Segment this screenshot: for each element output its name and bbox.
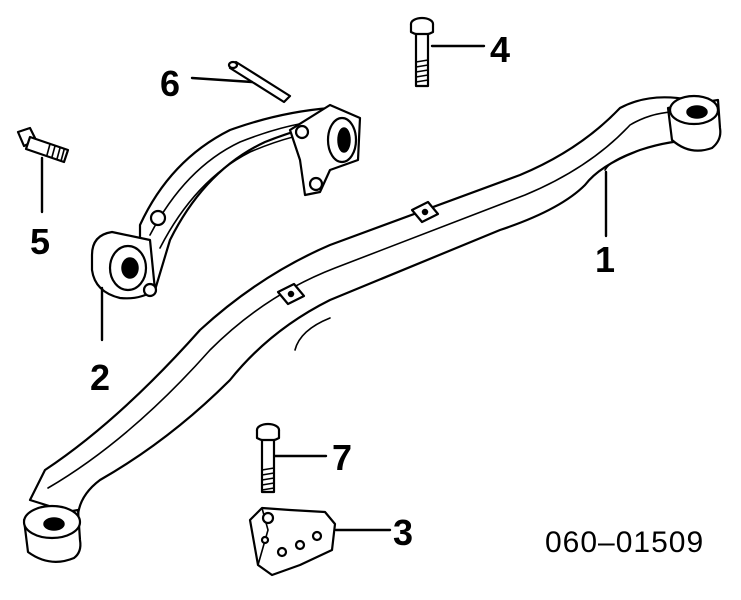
beam-left-bushing	[22, 504, 82, 563]
callout-1: 1	[595, 239, 615, 280]
part-7-bolt	[255, 422, 281, 494]
callout-3: 3	[393, 512, 413, 553]
part-5-bolt	[16, 126, 70, 164]
part-6-pin	[227, 60, 292, 104]
beam-right-bushing	[666, 94, 722, 152]
part-2-arm-bracket	[90, 103, 362, 300]
part-3-plate-bracket	[248, 506, 337, 577]
leader-lines	[40, 44, 608, 532]
callout-2: 2	[90, 357, 110, 398]
part-4-bolt	[409, 16, 435, 88]
reference-code: 060–01509	[545, 526, 704, 559]
callout-6: 6	[160, 63, 180, 104]
callout-5: 5	[30, 221, 50, 262]
part-1-crossmember	[22, 94, 722, 563]
leader-6	[190, 76, 254, 84]
callout-7: 7	[332, 437, 352, 478]
callout-4: 4	[490, 29, 510, 70]
